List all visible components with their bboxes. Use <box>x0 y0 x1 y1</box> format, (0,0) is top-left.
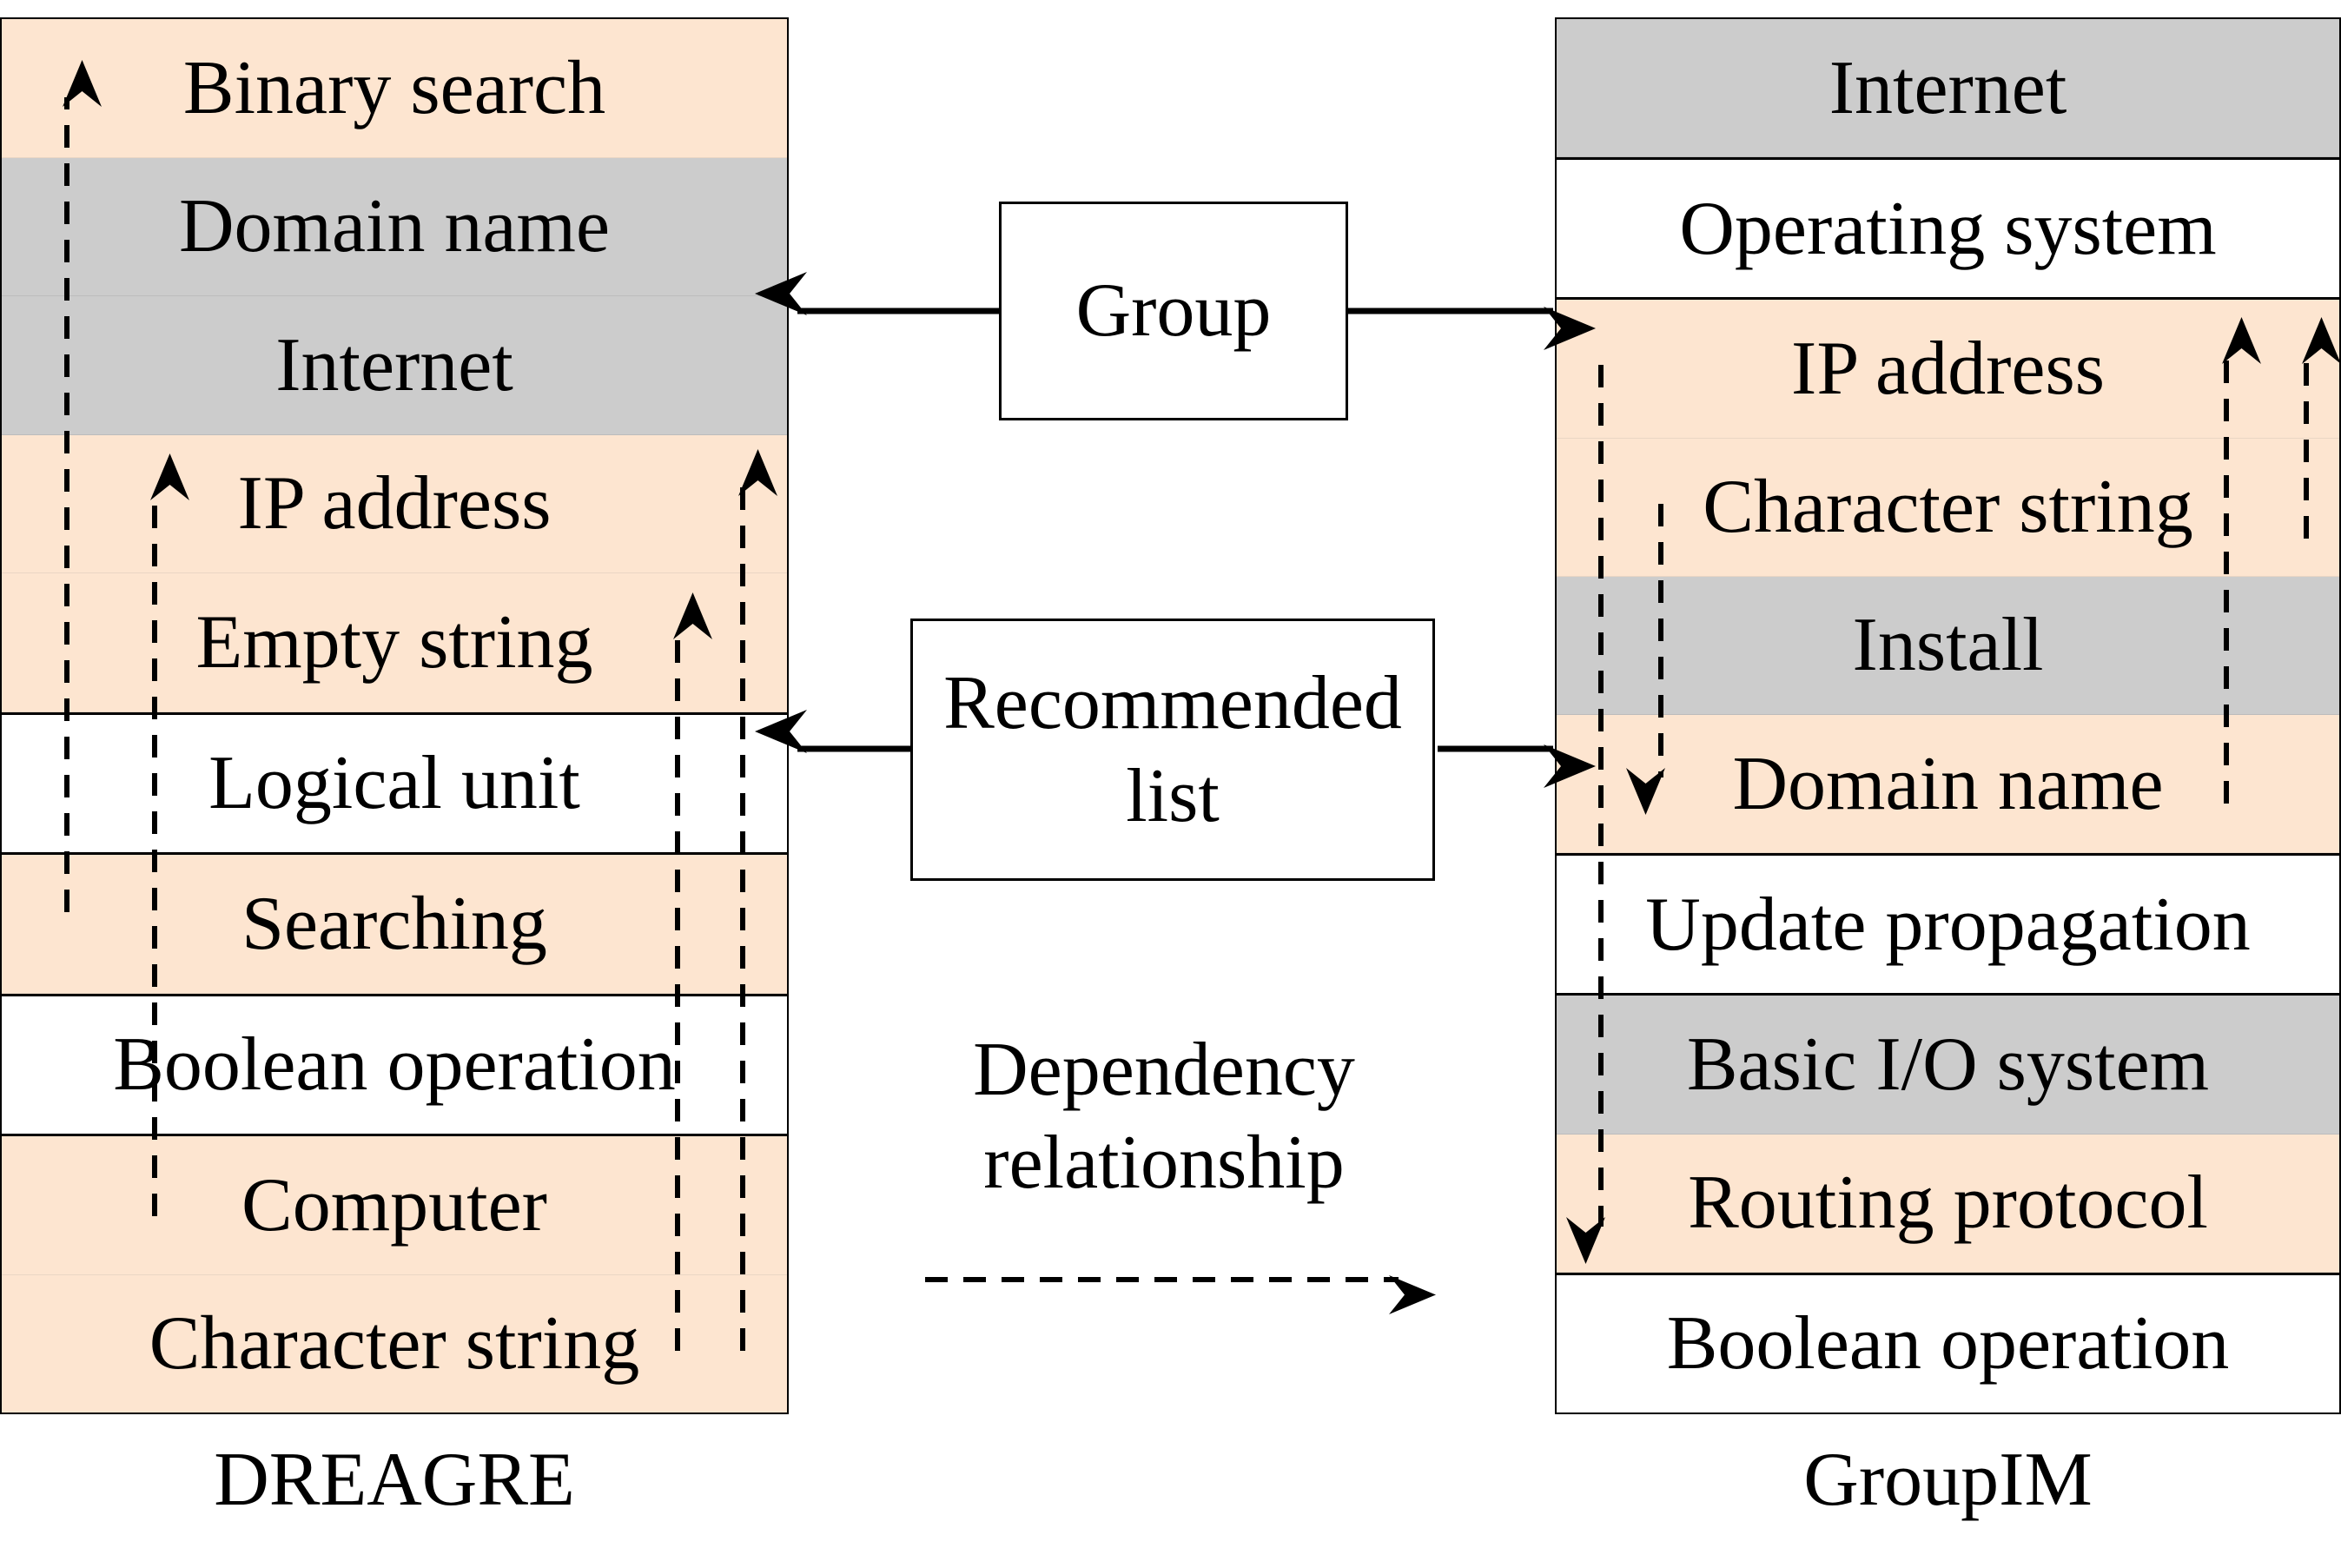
right-row-install: Install <box>1557 576 2339 716</box>
recommended-list-box: Recommended list <box>910 619 1435 881</box>
left-row-computer: Computer <box>2 1136 787 1275</box>
right-row-boolean-operation: Boolean operation <box>1557 1272 2339 1413</box>
left-row-empty-string: Empty string <box>2 573 787 712</box>
groupim-stack: Internet Operating system IP address Cha… <box>1555 17 2341 1414</box>
dreagre-label: DREAGRE <box>214 1438 575 1522</box>
right-row-ip-address: IP address <box>1557 300 2339 439</box>
left-row-boolean-operation: Boolean operation <box>2 993 787 1136</box>
right-row-character-string: Character string <box>1557 438 2339 577</box>
left-row-internet: Internet <box>2 296 787 435</box>
right-row-operating-system: Operating system <box>1557 157 2339 301</box>
right-row-update-propagation: Update propagation <box>1557 853 2339 996</box>
right-row-domain-name: Domain name <box>1557 715 2339 854</box>
dependency-legend-label: Dependency relationship <box>973 1028 1355 1206</box>
left-row-logical-unit: Logical unit <box>2 711 787 855</box>
right-row-basic-io-system: Basic I/O system <box>1557 996 2339 1135</box>
left-row-searching: Searching <box>2 855 787 994</box>
left-row-ip-address: IP address <box>2 434 787 573</box>
right-row-internet: Internet <box>1557 19 2339 158</box>
left-row-domain-name: Domain name <box>2 157 787 296</box>
left-row-binary-search: Binary search <box>2 19 787 158</box>
groupim-label: GroupIM <box>1803 1438 2093 1522</box>
dreagre-stack: Binary search Domain name Internet IP ad… <box>0 17 789 1414</box>
left-row-character-string: Character string <box>2 1274 787 1413</box>
right-row-routing-protocol: Routing protocol <box>1557 1134 2339 1273</box>
